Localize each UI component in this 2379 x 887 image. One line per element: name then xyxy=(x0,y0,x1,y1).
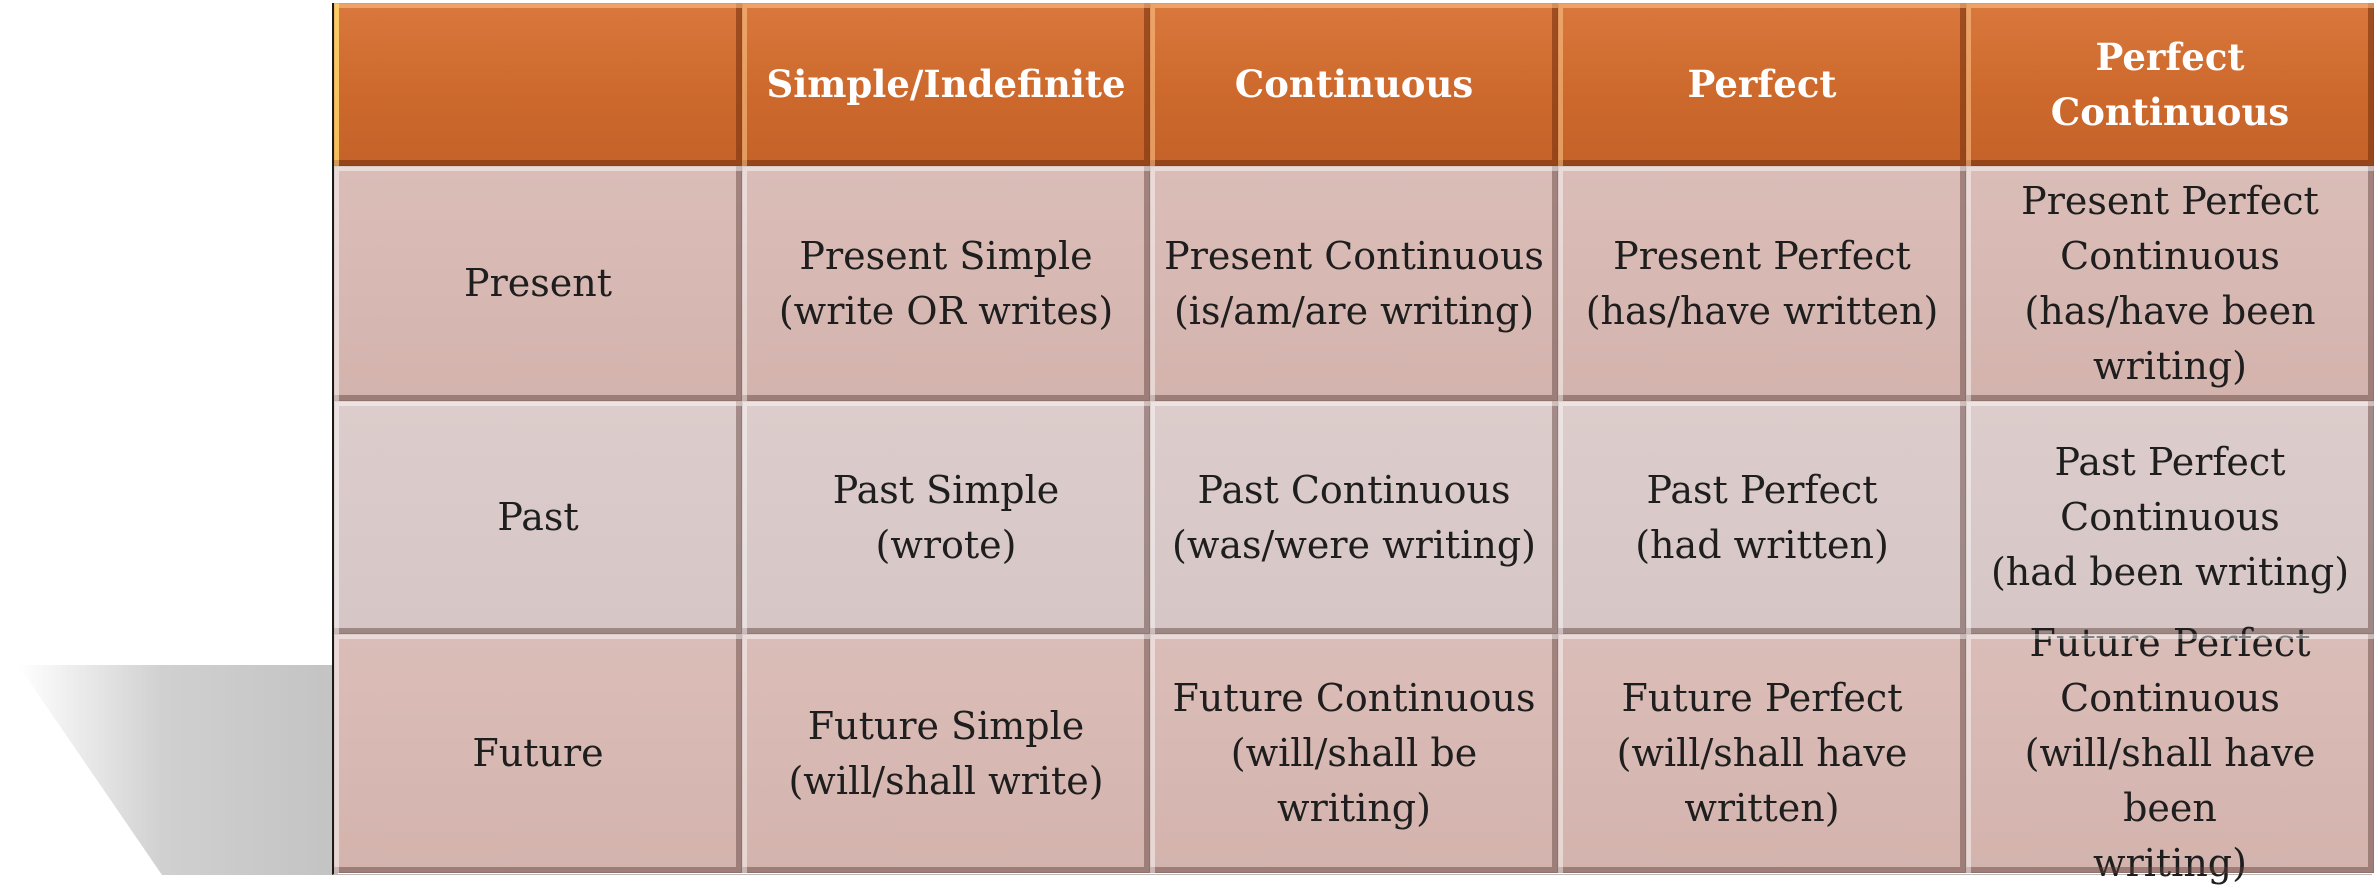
cell-past-perfect: Past Perfect (had written) xyxy=(1558,401,1966,634)
cell-line: Past Simple xyxy=(832,467,1060,512)
cell-future-perfect: Future Perfect (will/shall have written) xyxy=(1558,634,1966,873)
header-perfect-continuous-label: Perfect Continuous xyxy=(2050,34,2290,134)
cell-line: Past Continuous xyxy=(1197,467,1511,512)
cell-line: (has/have written) xyxy=(1585,288,1939,333)
cell-line: (will/shall be xyxy=(1230,731,1478,775)
header-perfect-continuous: Perfect Continuous xyxy=(1966,3,2374,166)
cell-line: Continuous xyxy=(2060,233,2280,278)
cell-line: Past Perfect xyxy=(1646,467,1878,512)
cell-line: (will/shall have been xyxy=(2024,731,2316,830)
cell-past-continuous: Past Continuous (was/were writing) xyxy=(1150,401,1558,634)
cell-line: Present Perfect xyxy=(1613,233,1911,278)
header-corner-cell xyxy=(334,3,742,166)
row-label-text: Future xyxy=(472,731,604,775)
table-shadow xyxy=(18,665,338,875)
cell-line: (was/were writing) xyxy=(1172,522,1536,567)
header-continuous-label: Continuous xyxy=(1234,62,1474,106)
cell-line: (wrote) xyxy=(875,522,1017,567)
cell-line: Future Continuous xyxy=(1172,676,1536,720)
cell-line: Continuous xyxy=(2060,676,2280,720)
header-simple-label: Simple/Indefinite xyxy=(766,62,1126,106)
cell-line: Present Simple xyxy=(799,233,1093,278)
header-perfect: Perfect xyxy=(1558,3,1966,166)
cell-future-simple: Future Simple (will/shall write) xyxy=(742,634,1150,873)
cell-present-perfect-continuous: Present Perfect Continuous (has/have bee… xyxy=(1966,166,2374,401)
cell-past-perfect-continuous: Past Perfect Continuous (had been writin… xyxy=(1966,401,2374,634)
header-continuous: Continuous xyxy=(1150,3,1558,166)
cell-line: (had been writing) xyxy=(1990,550,2350,594)
cell-line: written) xyxy=(1684,786,1840,830)
cell-line: (has/have been xyxy=(2024,288,2316,333)
cell-line: Future Perfect xyxy=(2029,621,2311,665)
cell-line: writing) xyxy=(1277,786,1431,830)
cell-present-simple: Present Simple (write OR writes) xyxy=(742,166,1150,401)
header-perfect-label: Perfect xyxy=(1687,62,1837,106)
cell-line: Present Perfect xyxy=(2021,178,2319,223)
cell-future-perfect-continuous: Future Perfect Continuous (will/shall ha… xyxy=(1966,621,2374,885)
cell-future-continuous: Future Continuous (will/shall be writing… xyxy=(1150,634,1558,873)
row-label-past: Past xyxy=(334,401,742,634)
cell-line: writing) xyxy=(2093,841,2247,885)
cell-line: writing) xyxy=(2093,343,2247,388)
cell-line: Future Perfect xyxy=(1621,676,1903,720)
cell-line: Past Perfect xyxy=(2054,440,2286,484)
cell-line: (will/shall have xyxy=(1616,731,1908,775)
cell-present-continuous: Present Continuous (is/am/are writing) xyxy=(1150,166,1558,401)
cell-line: Future Simple xyxy=(807,703,1085,748)
cell-line: (is/am/are writing) xyxy=(1173,288,1535,333)
row-label-text: Past xyxy=(497,495,579,539)
tense-table: Simple/Indefinite Continuous Perfect Per… xyxy=(332,3,2374,885)
row-label-text: Present xyxy=(464,261,612,305)
row-label-future: Future xyxy=(334,634,742,873)
cell-present-perfect: Present Perfect (has/have written) xyxy=(1558,166,1966,401)
cell-line: Continuous xyxy=(2060,495,2280,539)
header-simple: Simple/Indefinite xyxy=(742,3,1150,166)
cell-past-simple: Past Simple (wrote) xyxy=(742,401,1150,634)
cell-line: (write OR writes) xyxy=(778,288,1114,333)
cell-line: Present Continuous xyxy=(1164,233,1544,278)
cell-line: (will/shall write) xyxy=(788,758,1104,803)
row-label-present: Present xyxy=(334,166,742,401)
cell-line: (had written) xyxy=(1635,522,1889,567)
